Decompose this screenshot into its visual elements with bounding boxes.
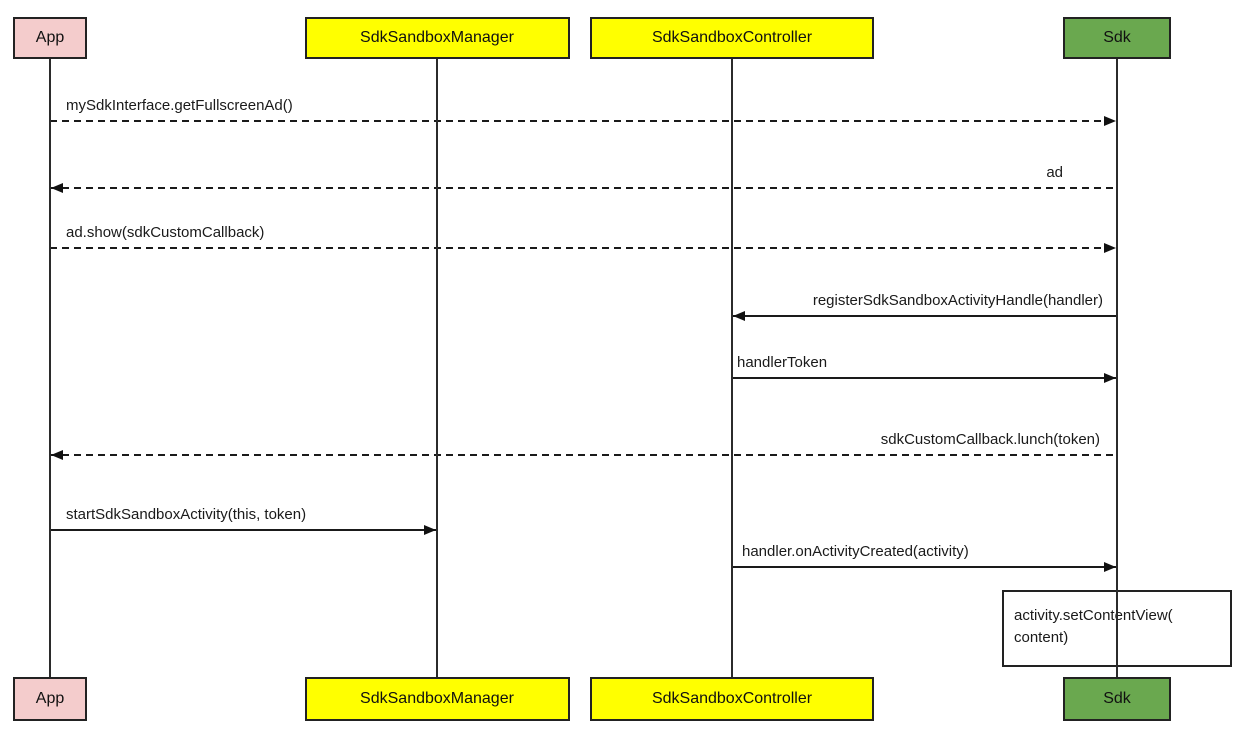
message-label: ad.show(sdkCustomCallback) xyxy=(66,224,265,241)
participant-top-manager: SdkSandboxManager xyxy=(304,17,570,59)
message-label: handlerToken xyxy=(737,354,828,371)
participant-top-controller: SdkSandboxController xyxy=(590,17,874,59)
participant-top-app: App xyxy=(13,17,87,59)
message-line xyxy=(50,454,1117,456)
lifeline-manager xyxy=(436,58,438,678)
participant-label: Sdk xyxy=(1103,29,1131,46)
lifeline-sdk xyxy=(1116,58,1118,678)
participant-bottom-manager: SdkSandboxManager xyxy=(304,677,570,721)
participant-label: SdkSandboxController xyxy=(651,690,813,707)
participant-label: App xyxy=(35,690,65,707)
arrowhead-icon xyxy=(1104,116,1116,126)
participant-top-sdk: Sdk xyxy=(1063,17,1171,59)
lifeline-app xyxy=(49,58,51,678)
message-label: handler.onActivityCreated(activity) xyxy=(742,543,969,560)
note-text-line: activity.setContentView( xyxy=(1014,607,1173,624)
participant-label: App xyxy=(35,29,65,46)
message-line xyxy=(50,187,1117,189)
participant-bottom-sdk: Sdk xyxy=(1063,677,1171,721)
message-line xyxy=(50,529,437,531)
participant-label: SdkSandboxController xyxy=(651,29,813,46)
arrowhead-icon xyxy=(733,311,745,321)
participant-label: SdkSandboxManager xyxy=(360,29,514,46)
participant-label: Sdk xyxy=(1103,690,1131,707)
message-label: ad xyxy=(1046,164,1063,181)
message-label: registerSdkSandboxActivityHandle(handler… xyxy=(812,292,1103,309)
arrowhead-icon xyxy=(1104,373,1116,383)
arrowhead-icon xyxy=(51,450,63,460)
message-label: sdkCustomCallback.lunch(token) xyxy=(880,431,1100,448)
lifeline-controller xyxy=(731,58,733,678)
message-line xyxy=(732,315,1117,317)
participant-bottom-app: App xyxy=(13,677,87,721)
message-line xyxy=(50,120,1117,122)
participant-bottom-controller: SdkSandboxController xyxy=(590,677,874,721)
message-line xyxy=(732,377,1117,379)
arrowhead-icon xyxy=(51,183,63,193)
participant-label: SdkSandboxManager xyxy=(360,690,514,707)
message-line xyxy=(732,566,1117,568)
message-label: startSdkSandboxActivity(this, token) xyxy=(66,506,307,523)
message-line xyxy=(50,247,1117,249)
note-text-line: content) xyxy=(1014,629,1069,646)
message-label: mySdkInterface.getFullscreenAd() xyxy=(66,97,293,114)
arrowhead-icon xyxy=(1104,243,1116,253)
arrowhead-icon xyxy=(424,525,436,535)
arrowhead-icon xyxy=(1104,562,1116,572)
